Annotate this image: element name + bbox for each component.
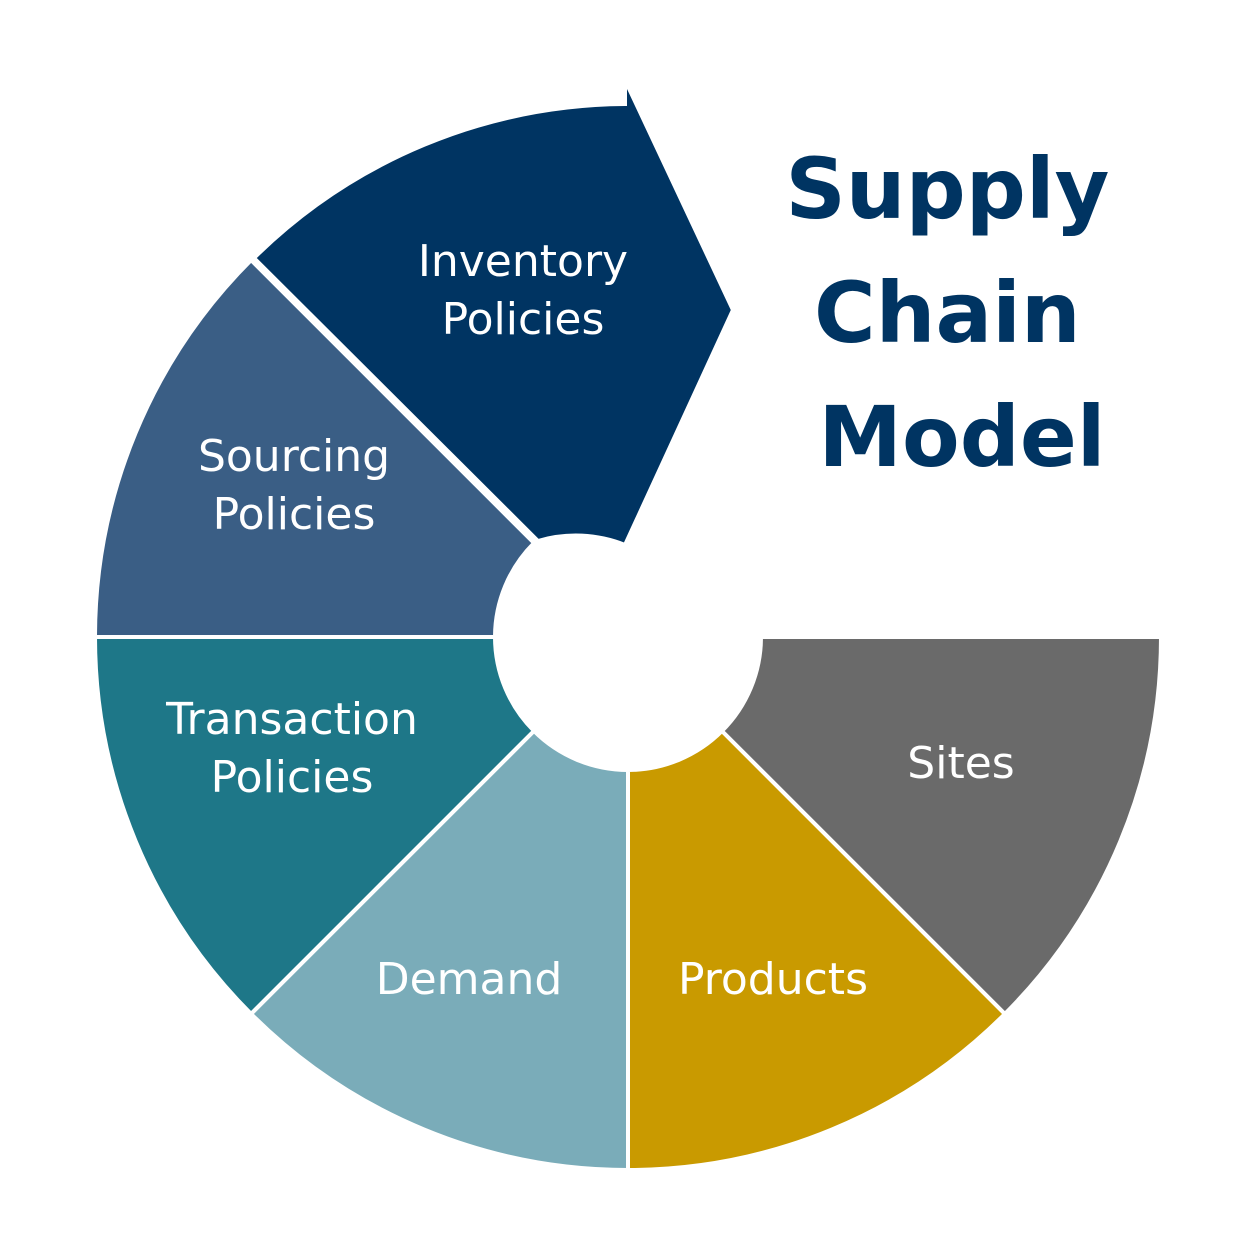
segments-layer	[92, 79, 1164, 1173]
title-line-3: Model	[818, 388, 1105, 486]
label-demand-line-1: Demand	[376, 954, 563, 1005]
segment-demand	[248, 728, 630, 1173]
label-sites-line-1: Sites	[907, 738, 1014, 789]
label-sourcing-policies-line-2: Policies	[213, 489, 376, 540]
segment-sites	[719, 635, 1164, 1017]
title-line-2: Chain	[814, 264, 1081, 362]
title-line-1: Supply	[785, 140, 1109, 238]
segment-products	[626, 728, 1008, 1173]
segment-inventory-policies	[251, 79, 736, 548]
label-inventory-policies-line-1: Inventory	[418, 236, 628, 287]
segment-transaction-policies	[92, 635, 537, 1017]
label-inventory-policies-line-2: Policies	[442, 294, 605, 345]
label-sourcing-policies-line-1: Sourcing	[198, 431, 390, 482]
label-products: Products	[678, 954, 868, 1005]
label-demand: Demand	[376, 954, 563, 1005]
label-transaction-policies-line-2: Policies	[211, 752, 374, 803]
diagram-title: Supply Chain Model	[785, 140, 1138, 486]
label-sites: Sites	[907, 738, 1014, 789]
segment-sourcing-policies	[92, 257, 537, 639]
label-products-line-1: Products	[678, 954, 868, 1005]
label-transaction-policies-line-1: Transaction	[165, 694, 418, 745]
